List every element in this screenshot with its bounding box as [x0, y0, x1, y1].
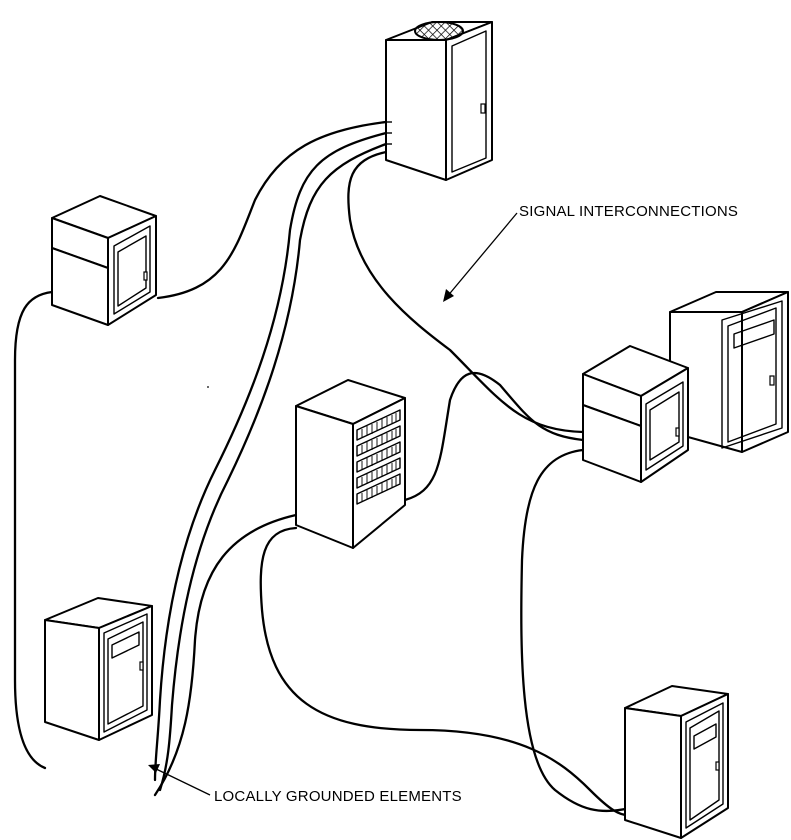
locally-grounded-elements-label: LOCALLY GROUNDED ELEMENTS: [214, 788, 462, 805]
door-handle-icon: [139, 661, 144, 671]
display-window: [111, 631, 140, 659]
cable-rack-to-rightconsole: [403, 371, 585, 502]
door-handle-icon: [143, 271, 148, 281]
fan-grille-icon: [414, 21, 464, 41]
door-handle-icon: [480, 103, 486, 114]
display-window: [693, 723, 717, 750]
cable-leftconsole-to-bottomleft: [13, 290, 54, 770]
signal-cables: [13, 120, 632, 817]
stray-dot: [207, 386, 209, 388]
right-console-unit: [582, 345, 689, 483]
display-window: [733, 319, 775, 349]
arrowhead-icon: [443, 289, 454, 302]
cable-topcab-to-right-console: [347, 150, 585, 434]
callout-arrow-ground: [148, 764, 211, 796]
bottom-right-cabinet: [624, 685, 729, 839]
cable-topcab-to-bottom-left-b: [158, 142, 388, 792]
door-handle-icon: [675, 427, 680, 437]
cable-topcab-to-console-left: [156, 120, 388, 300]
door-handle-icon: [769, 375, 775, 386]
left-console-unit: [51, 195, 157, 326]
bottom-left-cabinet: [44, 597, 153, 741]
arrowhead-icon: [148, 764, 160, 773]
signal-interconnections-label: SIGNAL INTERCONNECTIONS: [519, 203, 739, 220]
cable-rack-to-bottomright: [259, 526, 632, 817]
callout-arrow-signal: [443, 212, 518, 302]
cable-topcab-to-bottom-left-a: [153, 131, 388, 782]
top-cabinet-with-fan: [385, 21, 493, 181]
cable-rack-to-bottomleft: [153, 513, 298, 797]
center-equipment-rack: [295, 379, 406, 549]
rack-modules: [356, 409, 401, 505]
cable-rightconsole-to-bottomright: [520, 448, 632, 813]
door-handle-icon: [715, 761, 720, 771]
